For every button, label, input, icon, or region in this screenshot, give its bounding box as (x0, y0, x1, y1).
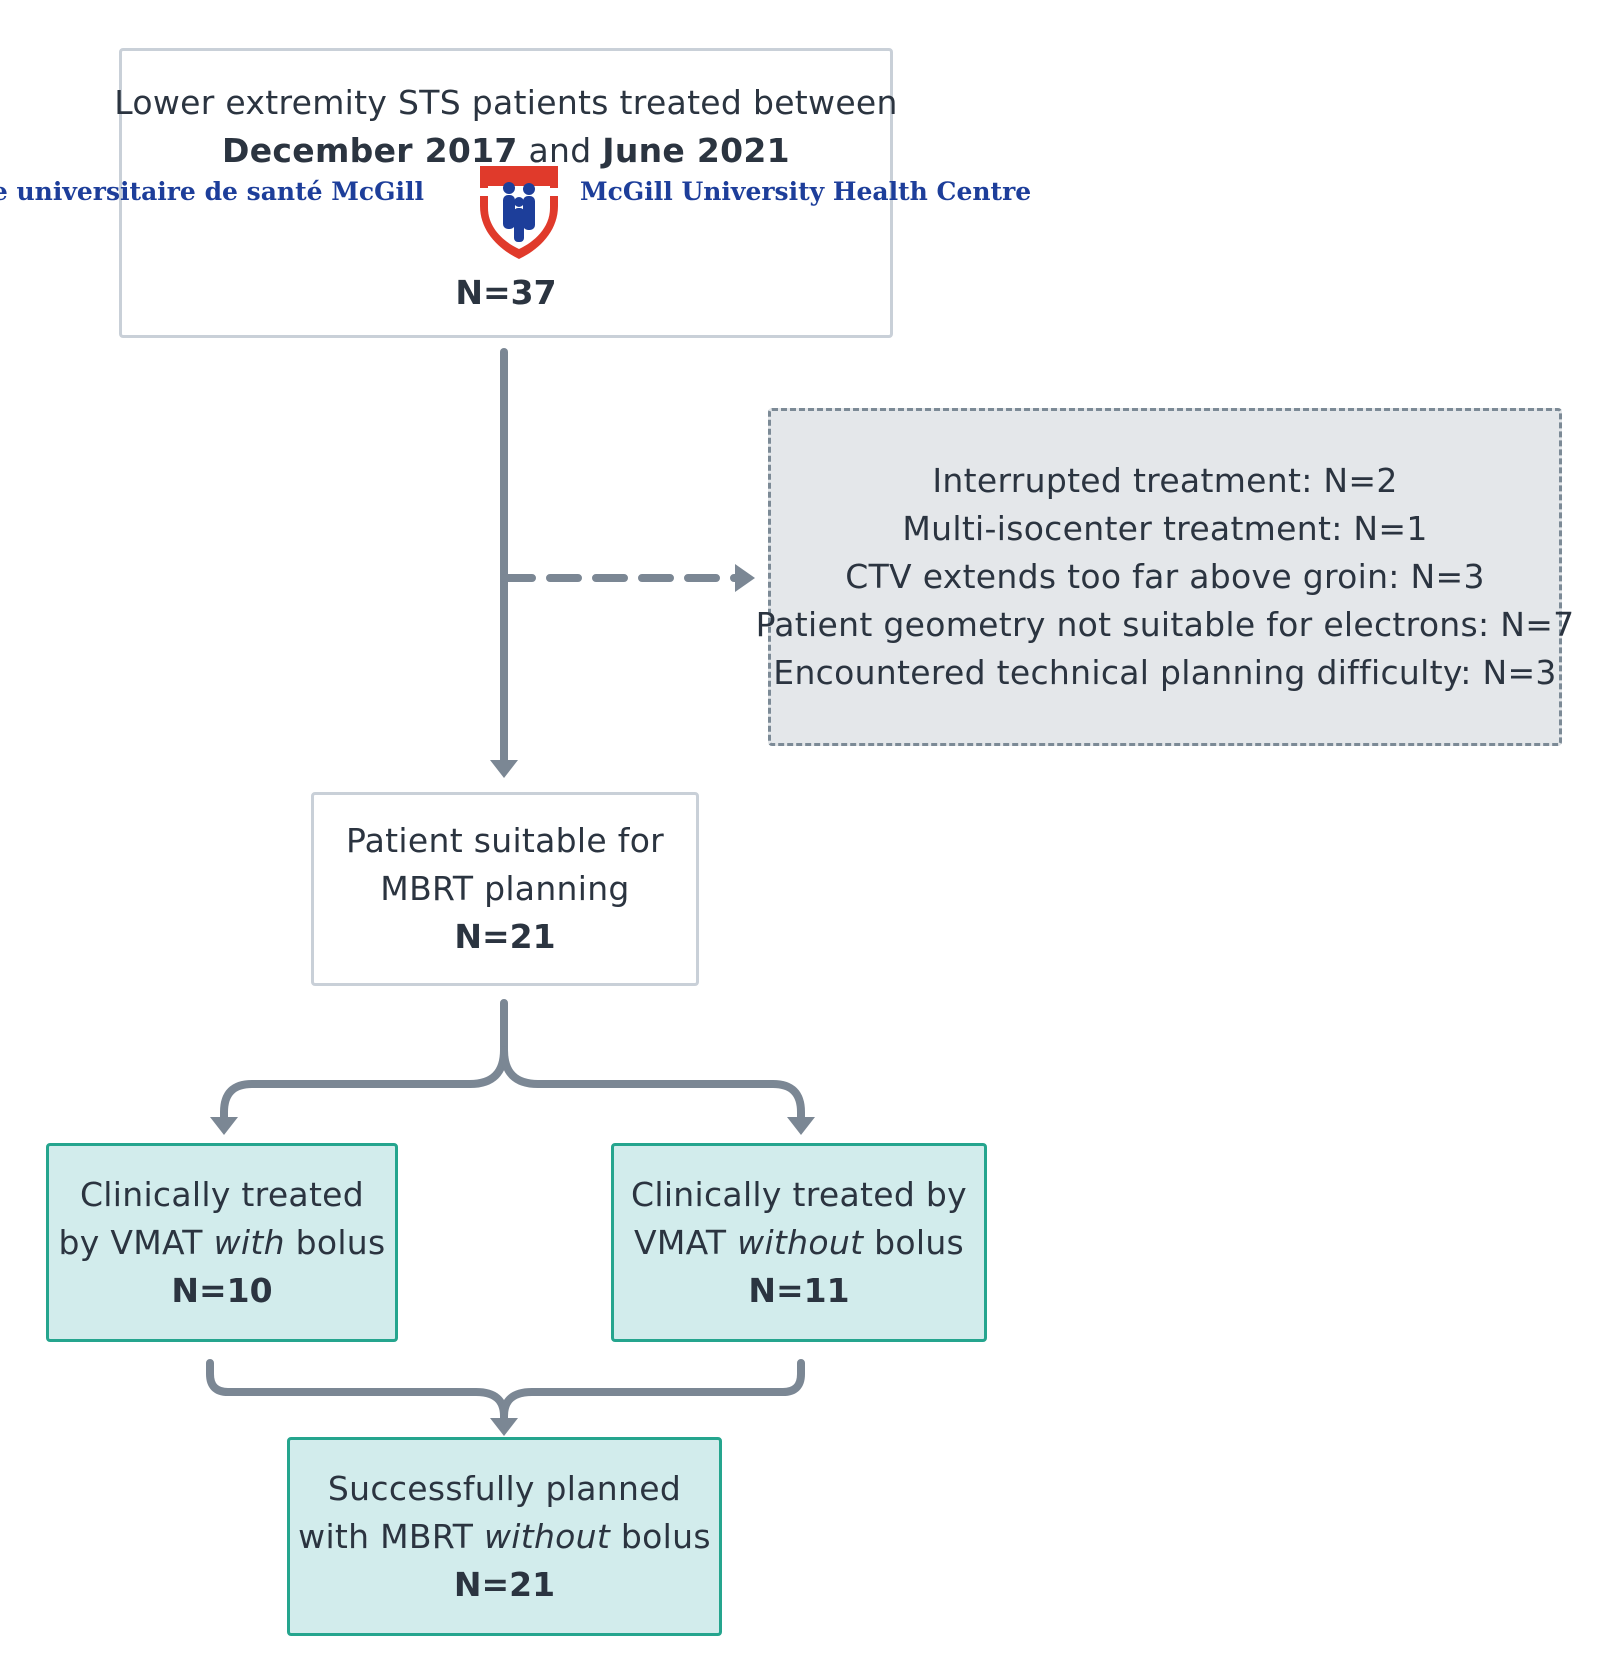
logo-text-fr: Centre universitaire de santé McGill (0, 176, 424, 207)
cohort-description: Lower extremity STS patients treated bet… (114, 83, 898, 122)
with-bolus-box: Clinically treated by VMAT with bolus N=… (46, 1143, 398, 1342)
cohort-date-range: December 2017 and June 2021 (222, 127, 790, 175)
result-line2: with MBRT without bolus (298, 1513, 711, 1561)
cohort-box: Lower extremity STS patients treated bet… (114, 48, 897, 338)
date-end: June 2021 (602, 131, 790, 170)
result-line1: Successfully planned (327, 1468, 682, 1508)
without-bolus-line2-post: bolus (874, 1222, 965, 1262)
without-bolus-box: Clinically treated by VMAT without bolus… (611, 1143, 987, 1342)
exclusion-item: CTV extends too far above groin: N=3 (845, 557, 1485, 596)
with-bolus-line2-em: with (213, 1222, 285, 1262)
logo-en-line2: Health Centre (832, 177, 1032, 206)
muhc-logo: Centre universitaire de santé McGill McG… (0, 162, 1031, 262)
arrowhead-exclusion (735, 564, 755, 592)
exclusion-item: Interrupted treatment: N=2 (932, 461, 1398, 500)
without-bolus-line2-pre: VMAT (633, 1222, 727, 1262)
arrowhead-suitable (490, 760, 518, 778)
result-count: N=21 (453, 1564, 556, 1604)
result-line2-em: without (483, 1516, 611, 1556)
without-bolus-line2-em: without (737, 1222, 864, 1262)
with-bolus-count: N=10 (171, 1270, 273, 1310)
exclusion-item: Patient geometry not suitable for electr… (755, 605, 1575, 644)
result-box: Successfully planned with MBRT without b… (287, 1437, 722, 1636)
with-bolus-line1: Clinically treated (79, 1174, 365, 1214)
logo-fr-line2: de santé McGill (204, 177, 424, 206)
arrow-merge-left (206, 1359, 508, 1426)
date-join: and (528, 131, 592, 170)
date-start: December 2017 (222, 131, 518, 170)
shield-logo-icon (480, 166, 558, 259)
arrow-merge-right (500, 1359, 805, 1420)
with-bolus-line2: by VMAT with bolus (58, 1219, 385, 1267)
arrowhead-with-bolus (210, 1117, 238, 1135)
arrowhead-result (490, 1418, 518, 1436)
result-line2-post: bolus (620, 1516, 711, 1556)
arrow-split-right (500, 1046, 805, 1126)
exclusion-item: Multi-isocenter treatment: N=1 (902, 509, 1428, 548)
without-bolus-count: N=11 (748, 1270, 850, 1310)
suitable-line2: MBRT planning (380, 869, 630, 908)
logo-en-line1: McGill University (580, 177, 825, 206)
suitable-line1: Patient suitable for (345, 821, 665, 860)
with-bolus-line2-pre: by VMAT (58, 1222, 203, 1262)
logo-fr-line1: Centre universitaire (0, 177, 196, 206)
arrowhead-without-bolus (787, 1117, 815, 1135)
exclusion-item: Encountered technical planning difficult… (773, 653, 1557, 692)
result-line2-pre: with MBRT (298, 1516, 474, 1556)
without-bolus-line1: Clinically treated by (631, 1174, 967, 1214)
with-bolus-line2-post: bolus (295, 1222, 386, 1262)
without-bolus-line2: VMAT without bolus (634, 1219, 964, 1267)
arrow-split-left (220, 999, 508, 1126)
logo-text-en: McGill University Health Centre (580, 176, 1031, 207)
exclusion-box: Interrupted treatment: N=2 Multi-isocent… (756, 408, 1574, 746)
suitable-box: Patient suitable for MBRT planning N=21 (311, 792, 699, 986)
suitable-count: N=21 (454, 917, 556, 956)
cohort-count: N=37 (455, 273, 557, 312)
